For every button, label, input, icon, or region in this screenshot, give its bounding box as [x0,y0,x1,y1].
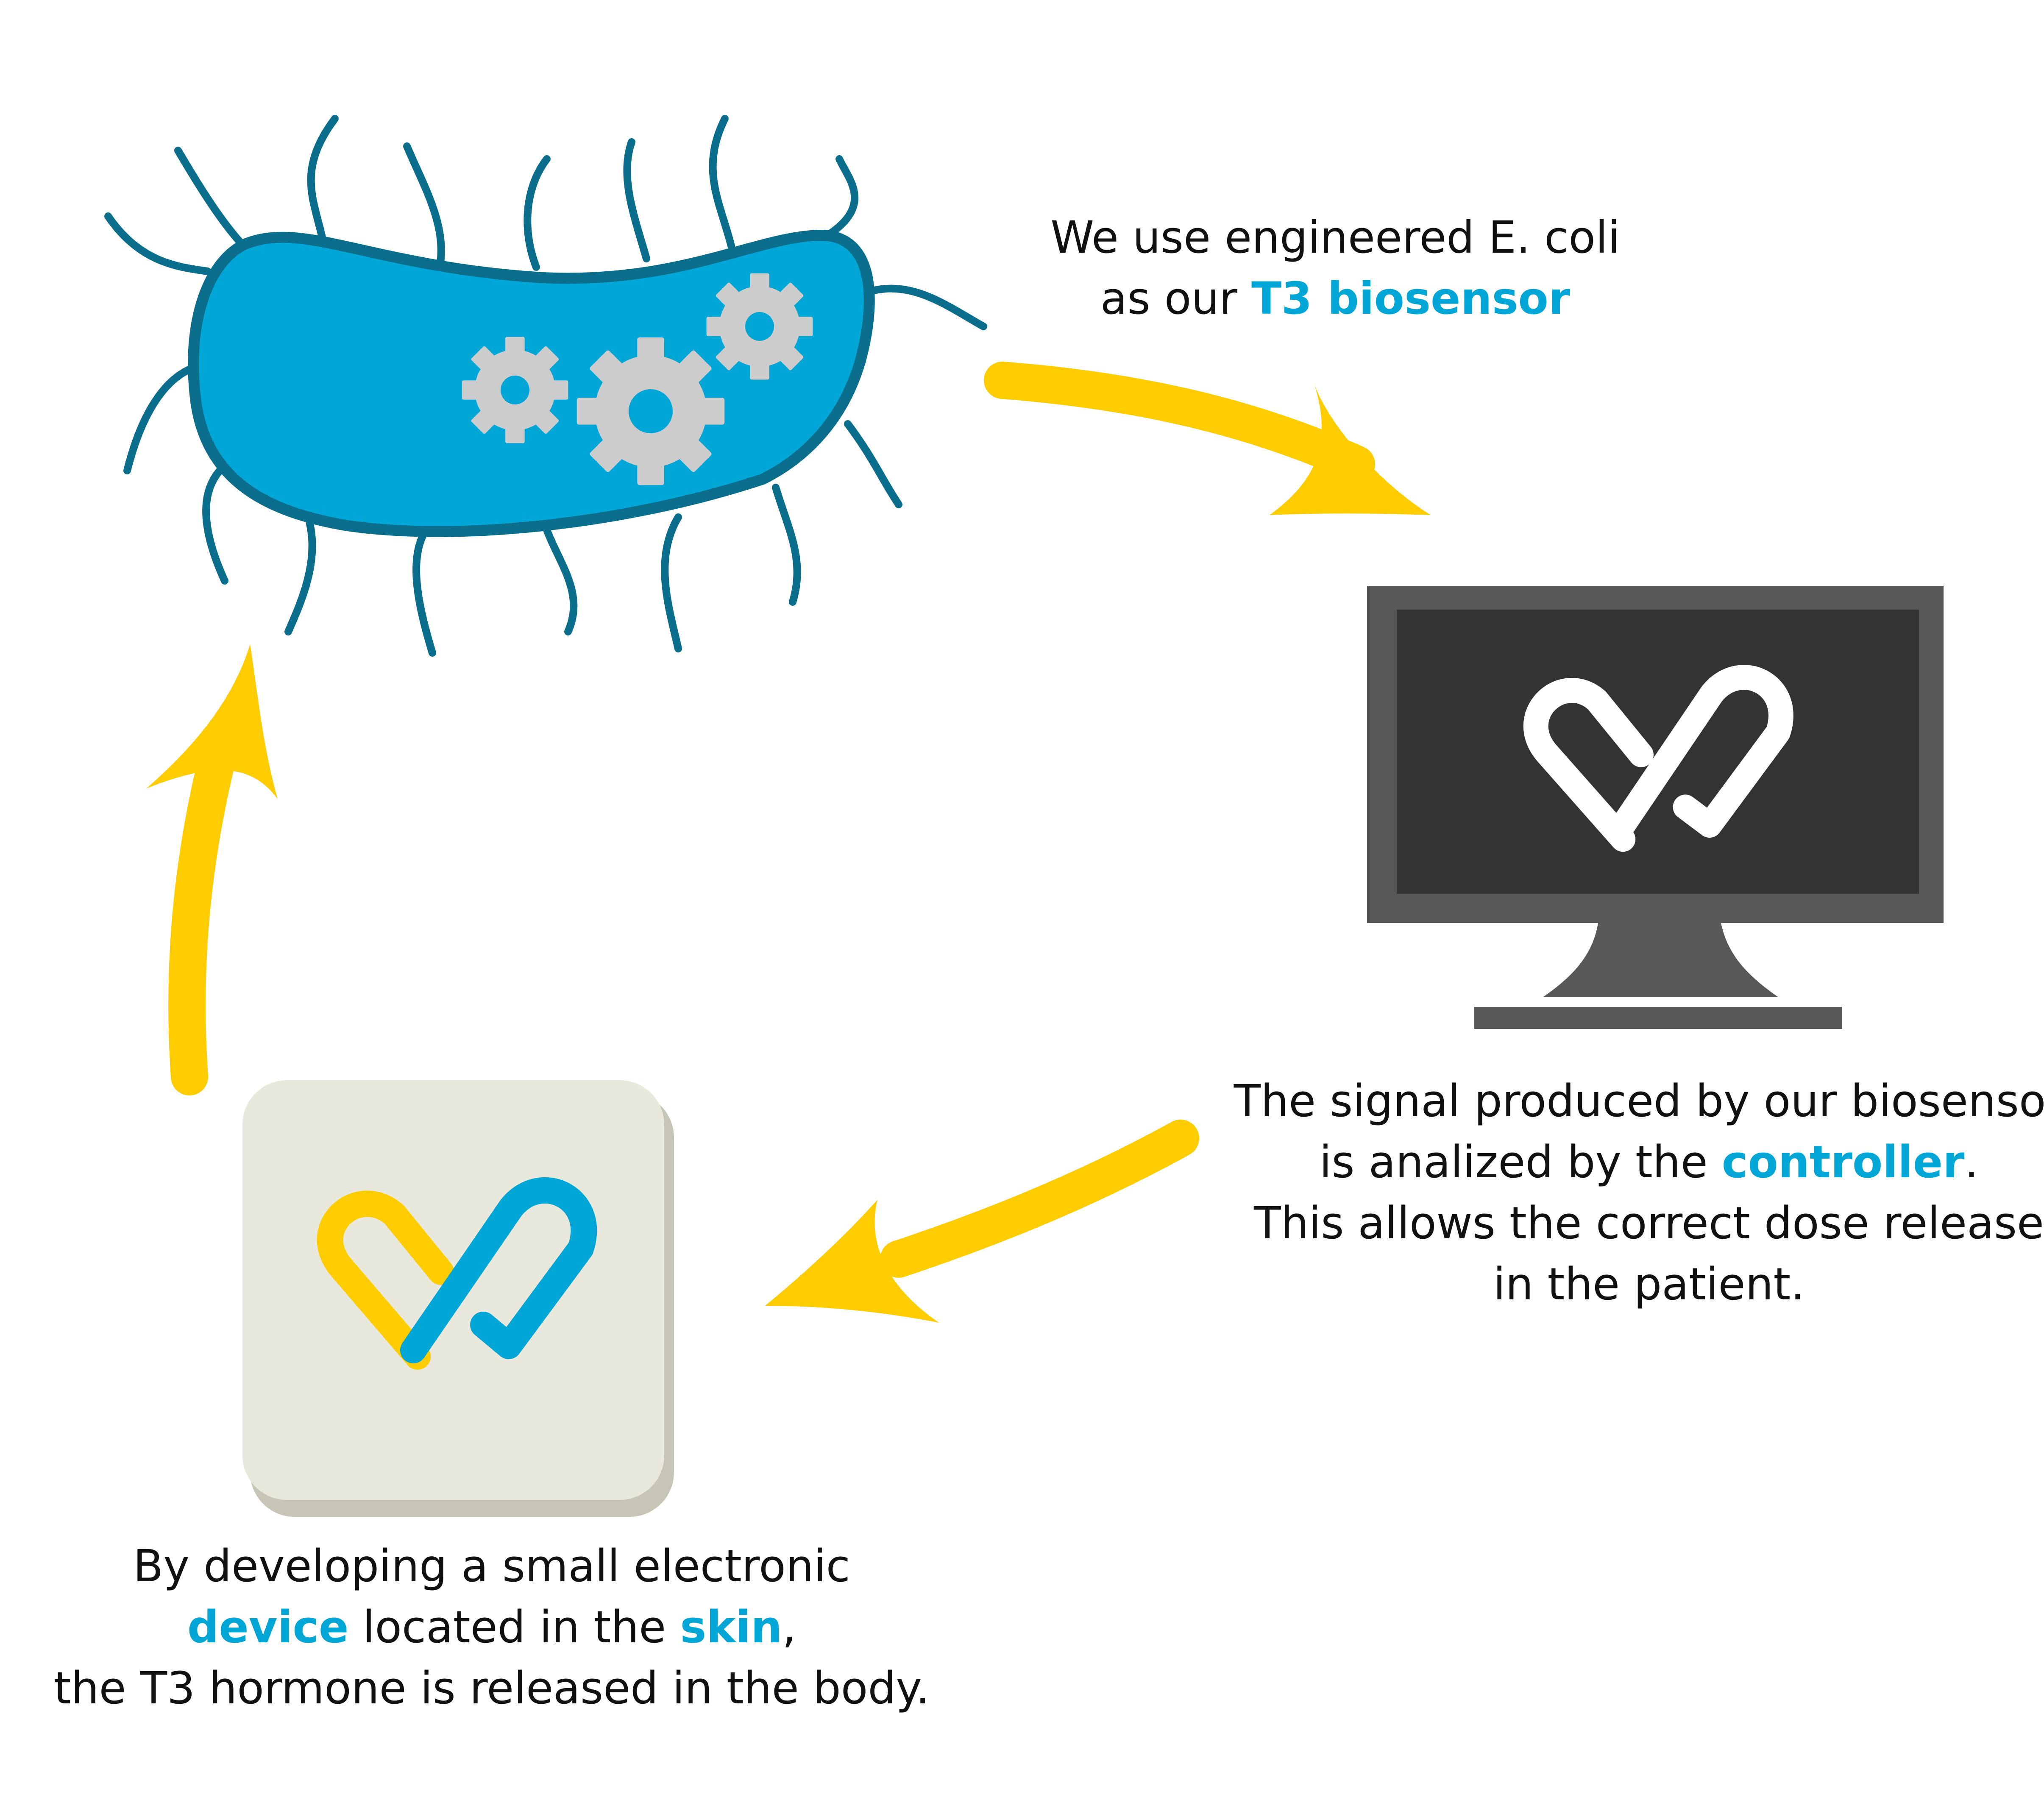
caption-line: This allows the correct dose release [1253,1197,2044,1249]
controller-caption: The signal produced by our biosensor is … [1178,1070,2044,1315]
arrow-bacteria-to-controller [984,362,1431,515]
caption-line: device located in the skin, [17,1597,966,1658]
device-caption: By developing a small electronic device … [17,1535,966,1719]
monitor-base [1474,1007,1842,1029]
flagella [104,115,987,657]
caption-line: is analized by the controller. [1178,1131,2044,1193]
caption-line: We use engineered E. coli [1050,212,1620,263]
highlight-controller: controller [1721,1136,1965,1188]
bacteria-with-gears-icon [104,115,987,657]
gear-icon [576,337,725,485]
arrow-device-to-bacteria [146,644,278,1095]
highlight-t3-biosensor: T3 biosensor [1251,273,1571,324]
arrow-controller-to-device [765,1120,1199,1323]
caption-line: as our T3 biosensor [971,268,1700,329]
highlight-skin: skin [680,1601,783,1653]
highlight-device: device [187,1601,349,1653]
monitor-stand [1543,923,1778,997]
caption-text: . [1964,1136,1979,1188]
gear-icon [706,273,813,380]
caption-text: is analized by the [1319,1136,1722,1188]
caption-text: located in the [348,1601,680,1653]
heart-logo-icon [317,1177,597,1370]
caption-text: as our [1100,273,1252,324]
caption-text: , [782,1601,796,1653]
monitor-icon [1367,586,1944,1029]
heart-logo-icon [1523,665,1793,852]
caption-line: the T3 hormone is released in the body. [53,1662,930,1714]
caption-line: The signal produced by our biosensor [1234,1075,2044,1127]
caption-line: in the patient. [1493,1258,1805,1310]
caption-line: By developing a small electronic [133,1540,850,1592]
gear-icon [462,337,568,443]
bacteria-caption: We use engineered E. coli as our T3 bios… [971,207,1700,329]
skin-device-icon [242,1080,674,1517]
